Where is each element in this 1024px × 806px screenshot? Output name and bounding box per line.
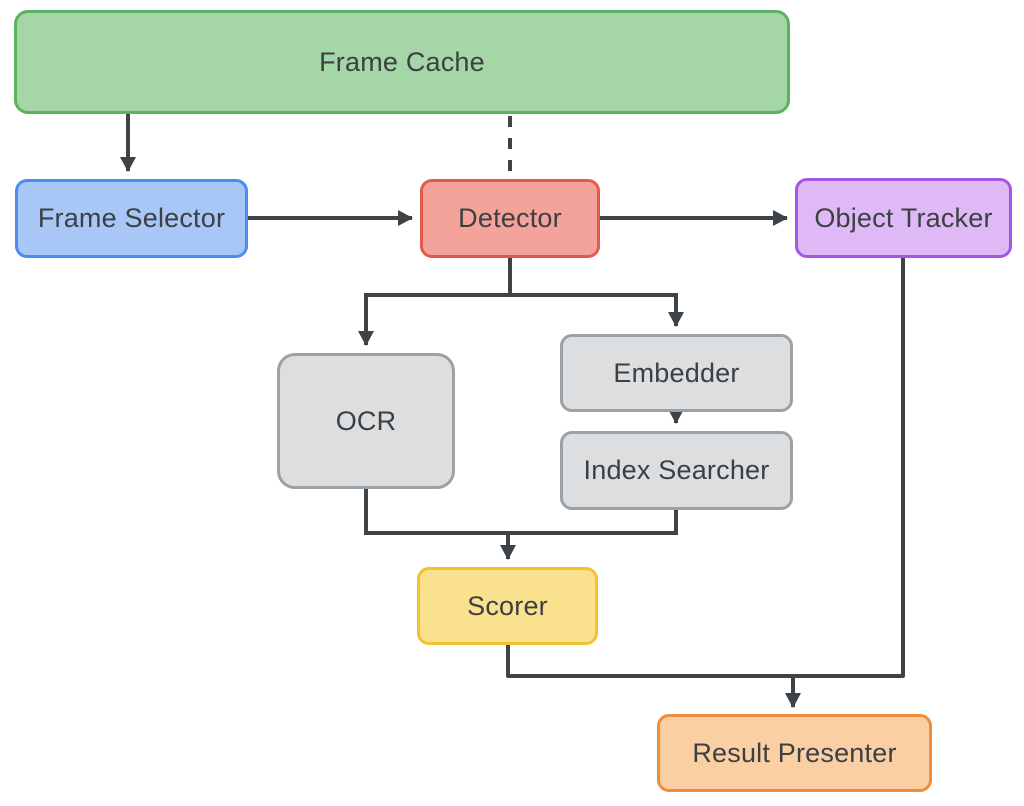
node-detector: Detector <box>420 179 600 258</box>
node-index-searcher-label: Index Searcher <box>583 455 770 485</box>
node-scorer-label: Scorer <box>467 590 548 621</box>
node-ocr: OCR <box>277 353 455 489</box>
node-embedder-label: Embedder <box>613 357 740 388</box>
node-frame-selector-label: Frame Selector <box>37 203 226 233</box>
edge-scorer-object-tracker-rail <box>506 257 905 678</box>
node-ocr-label: OCR <box>335 405 397 436</box>
node-object-tracker: Object Tracker <box>795 178 1012 258</box>
node-object-tracker-label: Object Tracker <box>814 202 993 233</box>
node-frame-selector: Frame Selector <box>15 179 248 258</box>
node-scorer: Scorer <box>417 567 598 645</box>
node-detector-label: Detector <box>458 203 562 233</box>
node-frame-cache: Frame Cache <box>14 10 790 114</box>
node-frame-cache-label: Frame Cache <box>319 46 485 77</box>
node-index-searcher: Index Searcher <box>560 431 793 510</box>
node-embedder: Embedder <box>560 334 793 412</box>
node-result-presenter: Result Presenter <box>657 714 932 792</box>
node-result-presenter-label: Result Presenter <box>692 737 897 768</box>
